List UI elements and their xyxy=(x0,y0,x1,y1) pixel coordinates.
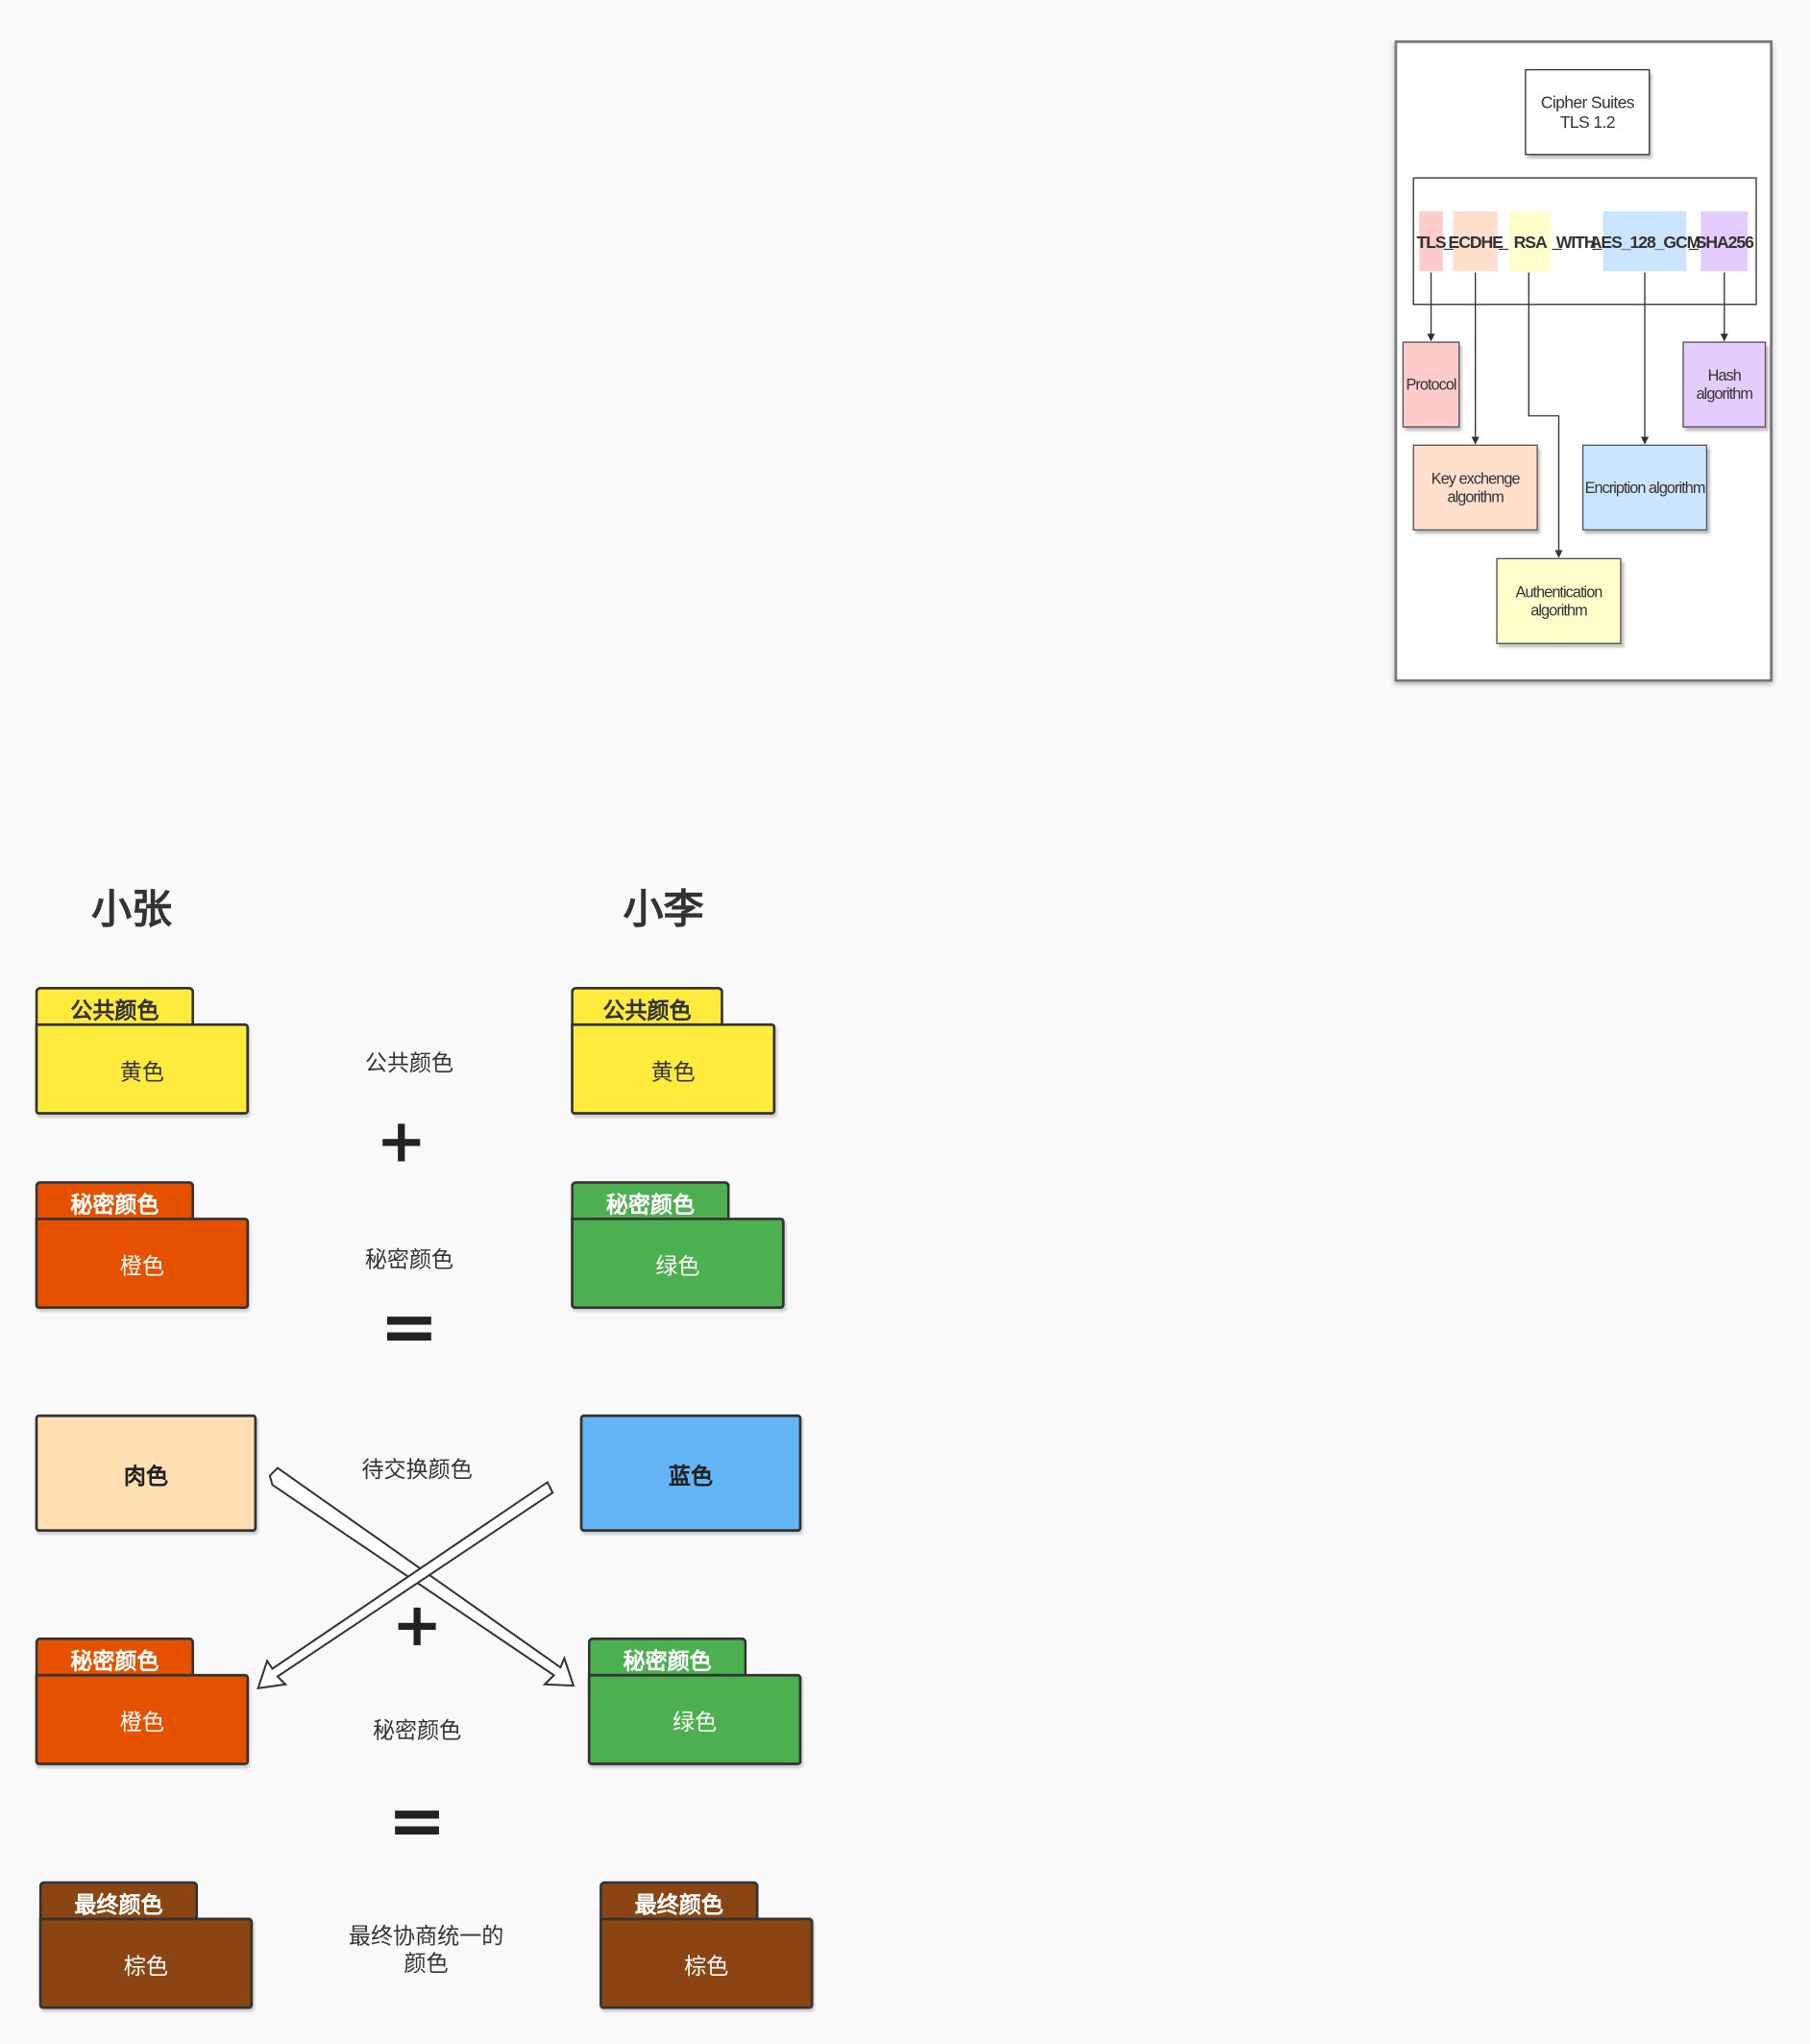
tls-node-encryption: Encription algorithm xyxy=(1581,444,1708,531)
seg-separator: _ xyxy=(1592,231,1602,251)
person-right-name: 小李 xyxy=(623,886,704,934)
tls-connectors xyxy=(1427,272,1728,558)
seg-sha: SHA256 xyxy=(1696,210,1754,272)
label-secret-color-2: 秘密颜色 xyxy=(372,1717,462,1745)
tls-node-key-exchange: Key exchenge algorithm xyxy=(1412,444,1538,531)
folder-tab: 秘密颜色 xyxy=(587,1637,747,1677)
folder-body: 橙色 xyxy=(35,1218,250,1310)
tls-node-authentication: Authentication algorithm xyxy=(1496,557,1622,645)
label-final-line1: 最终协商统一的 xyxy=(348,1924,504,1951)
folder-tab: 秘密颜色 xyxy=(35,1181,195,1220)
seg-aes: AES_128_GCM xyxy=(1590,210,1700,272)
label-final-line2: 颜色 xyxy=(404,1951,449,1978)
seg-tls: TLS xyxy=(1417,210,1447,272)
folder-tab: 最终颜色 xyxy=(38,1881,199,1921)
tls-suite-box: TLS _ ECDHE _ RSA _ WITH _ AES_128_GCM _… xyxy=(1412,177,1757,306)
folder-body: 橙色 xyxy=(35,1673,250,1765)
seg-with: WITH xyxy=(1555,231,1597,252)
left-exchange-box: 肉色 xyxy=(35,1414,257,1533)
seg-separator: _ xyxy=(1444,231,1454,251)
seg-ecdhe: ECDHE xyxy=(1449,210,1504,272)
label-final-color: 最终协商统一的 颜色 xyxy=(322,1924,530,1979)
equals-sign: = xyxy=(387,1779,447,1862)
plus-sign: + xyxy=(391,1588,443,1660)
seg-separator: _ xyxy=(1689,231,1699,251)
person-left-name: 小张 xyxy=(90,886,173,934)
folder-tab: 最终颜色 xyxy=(599,1881,759,1921)
tls-title-box: Cipher Suites TLS 1.2 xyxy=(1525,68,1651,156)
tls-node-hash: Hash algorithm xyxy=(1682,341,1767,428)
folder-tab: 公共颜色 xyxy=(35,986,195,1026)
plus-sign: + xyxy=(376,1105,427,1176)
folder-tab: 秘密颜色 xyxy=(571,1181,730,1220)
folder-tab: 秘密颜色 xyxy=(35,1637,195,1677)
seg-rsa: RSA xyxy=(1508,210,1552,272)
equals-sign: = xyxy=(379,1285,439,1368)
right-exchange-box: 蓝色 xyxy=(579,1414,802,1533)
folder-body: 黄色 xyxy=(35,1022,250,1115)
tls-node-protocol: Protocol xyxy=(1402,341,1460,428)
seg-separator: _ xyxy=(1552,231,1562,251)
folder-body: 绿色 xyxy=(587,1673,802,1765)
label-public-color: 公共颜色 xyxy=(364,1050,454,1077)
label-secret-color: 秘密颜色 xyxy=(364,1247,454,1274)
folder-body: 黄色 xyxy=(571,1022,776,1115)
folder-body: 棕色 xyxy=(38,1917,254,2009)
label-exchange-color: 待交换颜色 xyxy=(361,1457,473,1484)
folder-body: 绿色 xyxy=(571,1218,785,1310)
folder-tab: 公共颜色 xyxy=(571,986,723,1026)
folder-body: 棕色 xyxy=(599,1917,814,2009)
tls-cipher-suite-diagram: Cipher Suites TLS 1.2 TLS _ ECDHE _ RSA … xyxy=(1394,40,1773,682)
seg-separator: _ xyxy=(1499,231,1508,251)
